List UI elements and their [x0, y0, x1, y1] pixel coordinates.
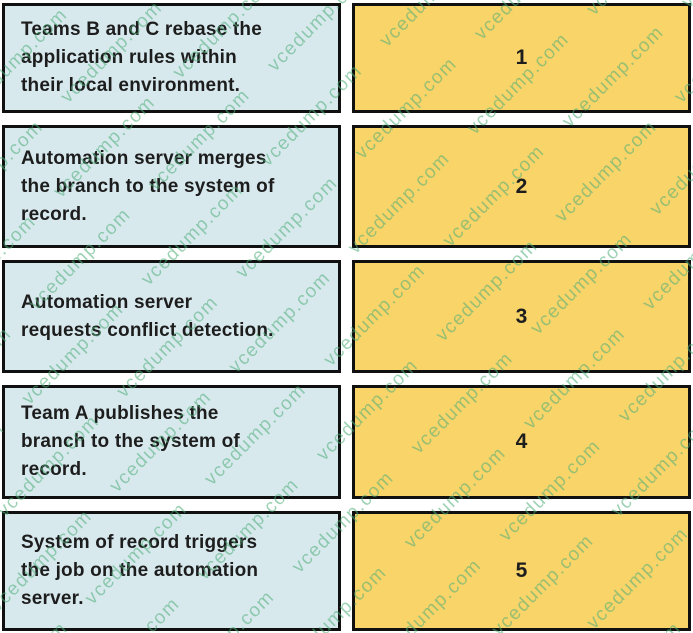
step-description-box-1[interactable]: Teams B and C rebase the application rul…	[2, 3, 341, 113]
step-description-text-4: Team A publishes the branch to the syste…	[21, 403, 240, 480]
step-description-box-4[interactable]: Team A publishes the branch to the syste…	[2, 385, 341, 499]
order-slot-box-1[interactable]: 1	[352, 3, 691, 113]
step-description-text-2: Automation server merges the branch to t…	[21, 147, 275, 225]
step-description-text-3: Automation server requests conflict dete…	[21, 291, 274, 341]
order-slot-number-4: 4	[515, 430, 528, 453]
step-description-box-3[interactable]: Automation server requests conflict dete…	[2, 260, 341, 373]
order-slot-number-2: 2	[515, 174, 528, 198]
order-slot-number-1: 1	[515, 46, 528, 69]
order-slot-box-4[interactable]: 4	[352, 385, 691, 499]
order-slot-number-5: 5	[515, 559, 528, 582]
step-description-box-5[interactable]: System of record triggers the job on the…	[2, 511, 341, 631]
order-slot-box-2[interactable]: 2	[352, 125, 691, 248]
order-slot-box-5[interactable]: 5	[352, 511, 691, 631]
order-slot-number-3: 3	[515, 304, 528, 328]
order-slot-box-3[interactable]: 3	[352, 260, 691, 373]
step-description-text-1: Teams B and C rebase the application rul…	[21, 19, 262, 96]
step-description-text-5: System of record triggers the job on the…	[21, 532, 259, 609]
step-description-box-2[interactable]: Automation server merges the branch to t…	[2, 125, 341, 248]
